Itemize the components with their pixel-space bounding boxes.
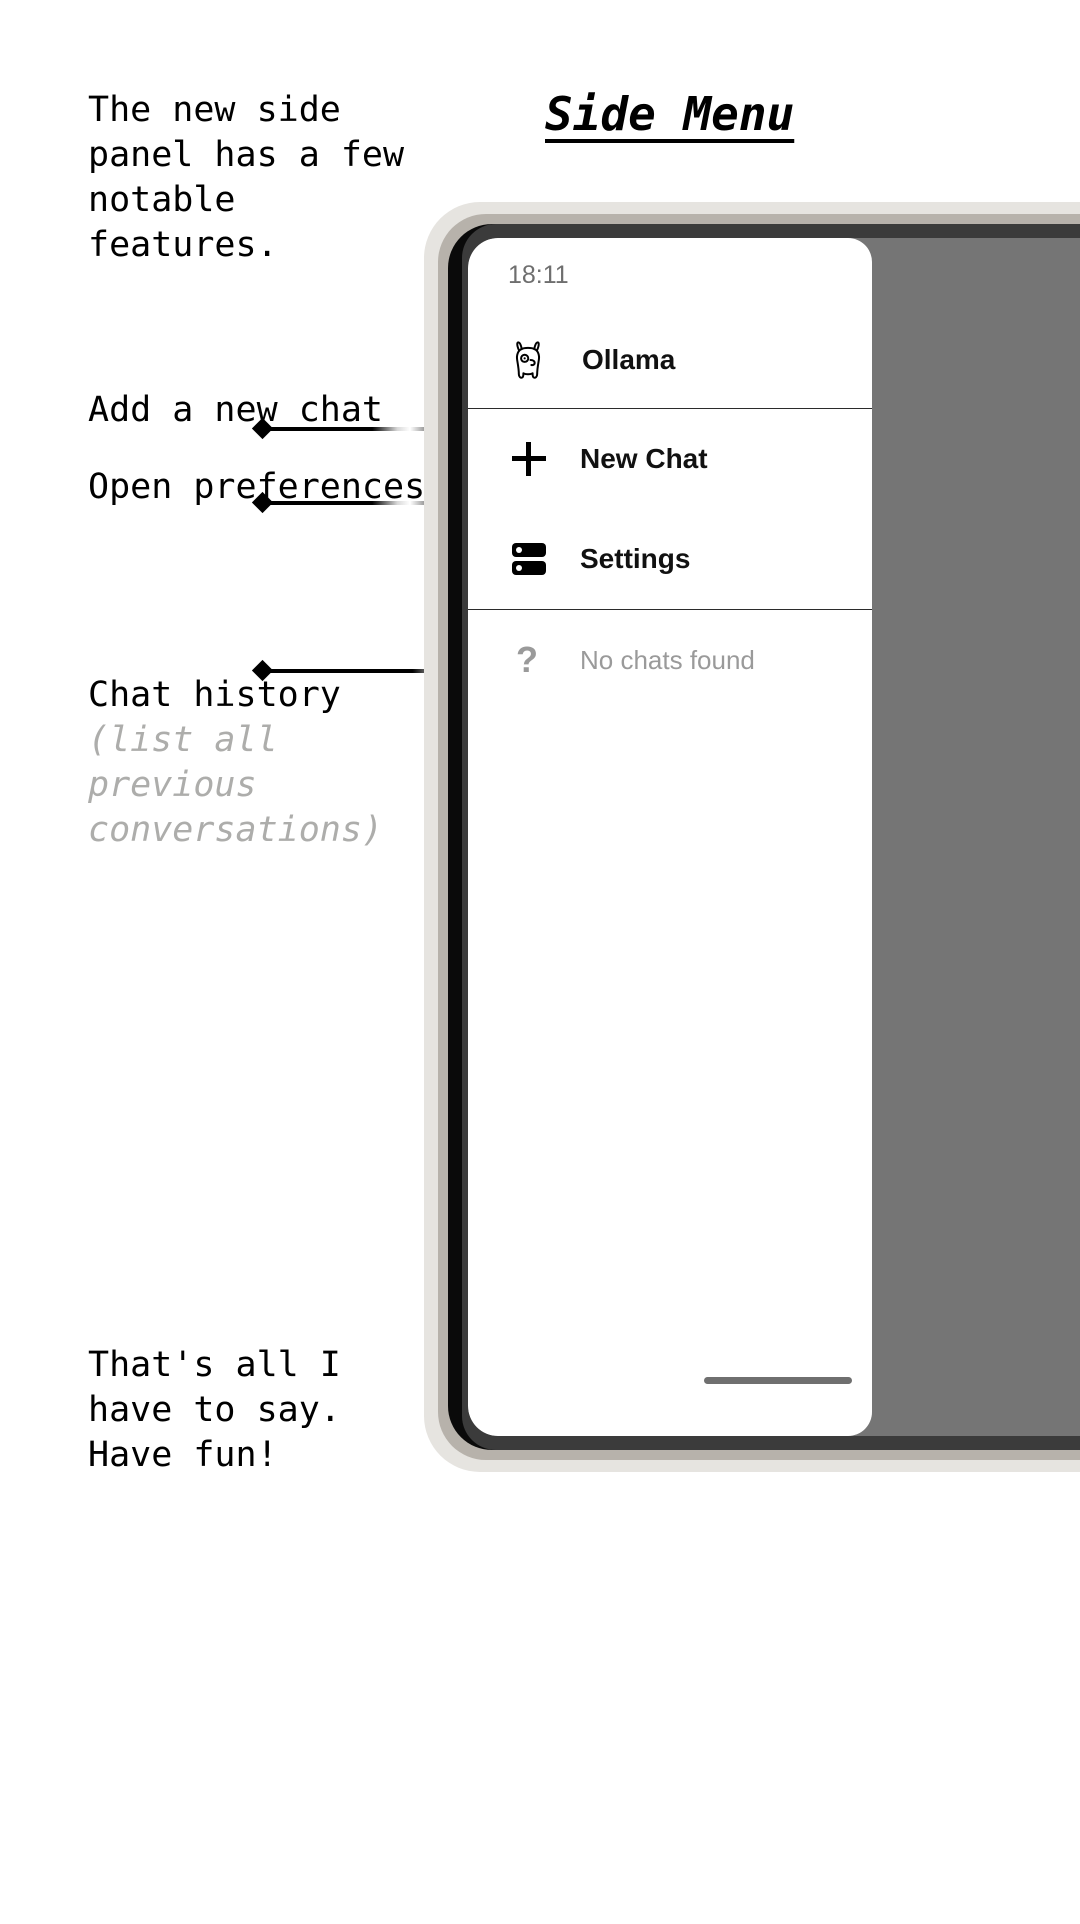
status-time: 18:11 <box>508 260 569 289</box>
drawer-brand-row: Ollama <box>468 312 872 408</box>
arrow-shaft <box>263 427 473 431</box>
intro-text: The new side panel has a few notable fea… <box>88 90 405 265</box>
drawer-item-new-chat-label: New Chat <box>580 443 708 474</box>
phone-screen: 18:11 <box>468 238 1080 1436</box>
drawer-item-settings-label: Settings <box>580 543 691 574</box>
annotation-settings-label: Open preferences <box>88 467 426 507</box>
drawer-scrim[interactable] <box>872 238 1080 1436</box>
arrow-shaft <box>263 501 473 505</box>
llama-icon <box>508 339 548 381</box>
side-drawer: 18:11 <box>468 238 872 1436</box>
page-title: Side Menu <box>545 87 795 141</box>
home-indicator[interactable] <box>704 1377 852 1384</box>
status-bar: 18:11 <box>468 238 872 312</box>
question-mark-icon: ? <box>516 639 538 680</box>
divider <box>468 408 872 409</box>
annotation-history-sublabel: (list all previous conversations) <box>88 720 384 850</box>
server-icon <box>512 542 546 576</box>
plus-icon <box>512 442 546 476</box>
phone-mockup: 18:11 <box>424 202 1080 1472</box>
drawer-item-new-chat[interactable]: New Chat <box>468 409 872 509</box>
annotation-new-chat-label: Add a new chat <box>88 390 384 430</box>
annotation-history-label: Chat history <box>88 675 341 715</box>
outro-text: That's all I have to say. Have fun! <box>88 1345 341 1475</box>
drawer-brand-label: Ollama <box>582 344 676 375</box>
drawer-item-settings[interactable]: Settings <box>468 509 872 609</box>
drawer-empty-state-label: No chats found <box>580 644 755 675</box>
divider <box>468 609 872 610</box>
drawer-empty-state: ? No chats found <box>468 610 872 710</box>
